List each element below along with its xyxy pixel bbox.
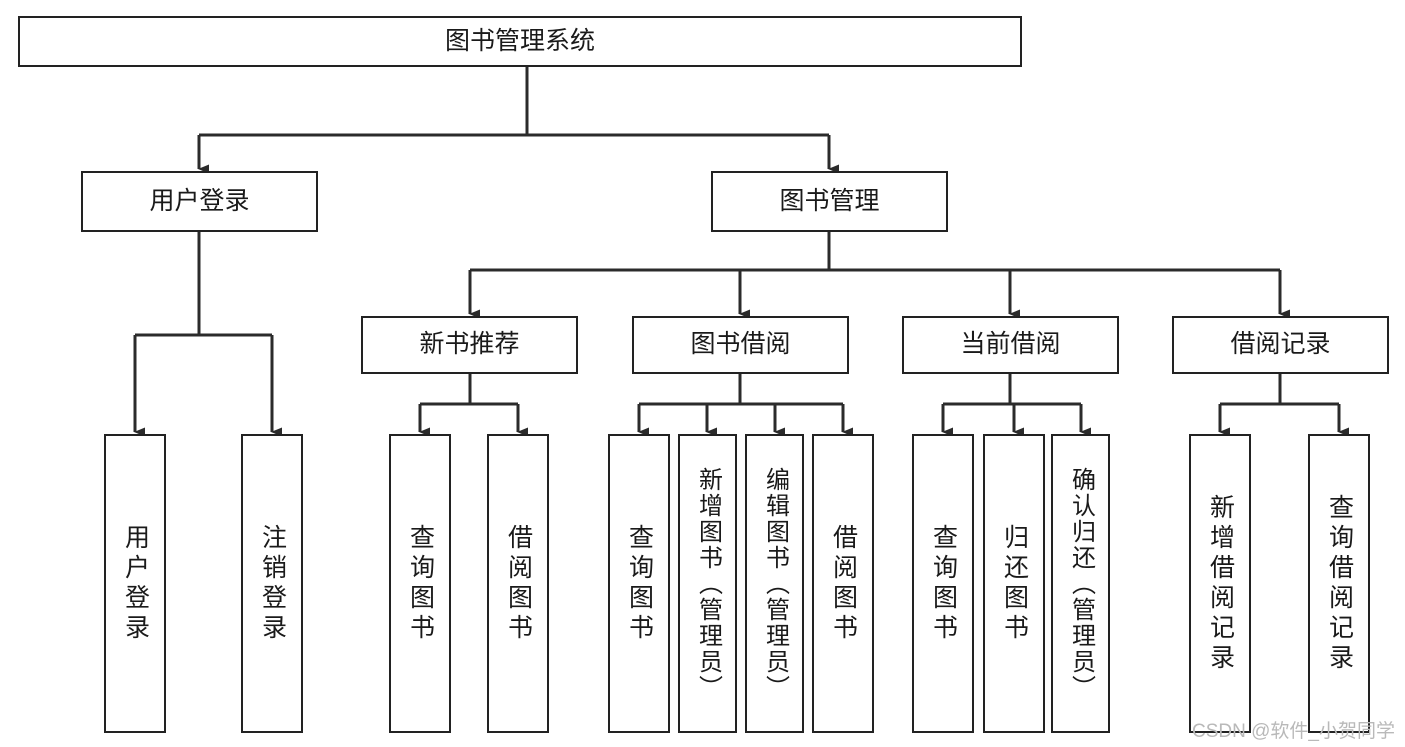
node-label: 当前借阅 — [960, 330, 1061, 359]
node-label: 新增借阅记录 — [1206, 493, 1235, 674]
node-leaf-logout[interactable]: 注销登录 — [241, 434, 303, 733]
node-label: 注销登录 — [258, 523, 287, 644]
node-label: 借阅图书 — [829, 523, 858, 644]
node-book-borrow[interactable]: 图书借阅 — [632, 316, 849, 374]
node-book-management[interactable]: 图书管理 — [711, 171, 948, 232]
node-leaf-user-login[interactable]: 用户登录 — [104, 434, 166, 733]
node-leaf-add-loan-record[interactable]: 新增借阅记录 — [1189, 434, 1251, 733]
node-current-loan[interactable]: 当前借阅 — [902, 316, 1119, 374]
node-loan-record[interactable]: 借阅记录 — [1172, 316, 1389, 374]
node-leaf-query-book-recommendation[interactable]: 查询图书 — [389, 434, 451, 733]
node-leaf-confirm-return-admin[interactable]: 确认归还（管理员） — [1051, 434, 1110, 733]
node-label: 新增图书（管理员） — [694, 466, 722, 701]
node-label: 编辑图书（管理员） — [761, 466, 789, 701]
node-label: 查询图书 — [406, 523, 435, 644]
node-label: 图书借阅 — [690, 330, 791, 359]
node-leaf-return-book[interactable]: 归还图书 — [983, 434, 1045, 733]
node-leaf-query-loan-record[interactable]: 查询借阅记录 — [1308, 434, 1370, 733]
node-leaf-query-book-borrow[interactable]: 查询图书 — [608, 434, 670, 733]
node-root-system[interactable]: 图书管理系统 — [18, 16, 1022, 67]
node-label: 图书管理系统 — [444, 26, 595, 55]
node-label: 确认归还（管理员） — [1067, 466, 1095, 701]
node-label: 查询图书 — [929, 523, 958, 644]
node-leaf-edit-book-admin[interactable]: 编辑图书（管理员） — [745, 434, 804, 733]
node-label: 归还图书 — [1000, 523, 1029, 644]
connector-paths — [133, 67, 1349, 437]
node-leaf-add-book-admin[interactable]: 新增图书（管理员） — [678, 434, 737, 733]
node-label: 图书管理 — [779, 186, 880, 215]
node-label: 用户登录 — [149, 186, 250, 215]
node-leaf-query-book-current-loan[interactable]: 查询图书 — [912, 434, 974, 733]
node-label: 新书推荐 — [419, 330, 520, 359]
node-leaf-borrow-book-recommendation[interactable]: 借阅图书 — [487, 434, 549, 733]
node-leaf-borrow-book[interactable]: 借阅图书 — [812, 434, 874, 733]
node-label: 借阅记录 — [1230, 330, 1331, 359]
node-label: 用户登录 — [121, 523, 150, 644]
node-label: 查询图书 — [625, 523, 654, 644]
node-new-book-recommendation[interactable]: 新书推荐 — [361, 316, 578, 374]
node-label: 借阅图书 — [504, 523, 533, 644]
node-user-login[interactable]: 用户登录 — [81, 171, 318, 232]
node-label: 查询借阅记录 — [1325, 493, 1354, 674]
